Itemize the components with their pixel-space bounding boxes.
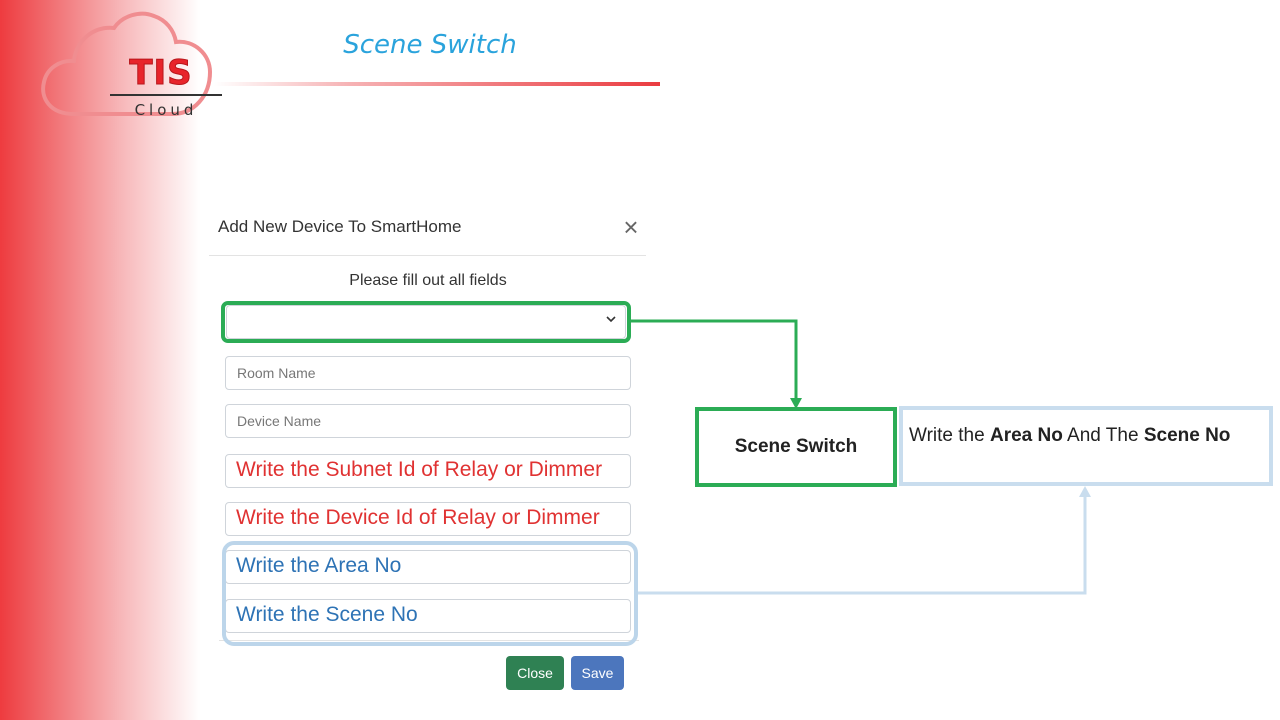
device-name-input[interactable] [226, 405, 630, 437]
room-name-input[interactable] [226, 357, 630, 389]
subnet-id-field[interactable]: Write the Subnet Id of Relay or Dimmer [225, 454, 631, 488]
chevron-down-icon [605, 312, 617, 330]
modal-footer-divider [219, 640, 639, 641]
tis-cloud-logo: TIS Cloud [36, 10, 222, 120]
logo-brand-text: TIS [129, 53, 193, 93]
callout-desc-mid: And The [1062, 425, 1144, 446]
blue-connector-line [638, 495, 1087, 595]
area-no-field[interactable]: Write the Area No [225, 550, 631, 584]
blue-arrowhead [1079, 486, 1091, 497]
area-no-input[interactable] [226, 551, 630, 583]
side-gradient-band [0, 0, 200, 720]
logo-sub-text: Cloud [134, 101, 198, 119]
cloud-icon [41, 11, 213, 116]
modal-header-divider [209, 255, 646, 256]
scene-no-field[interactable]: Write the Scene No [225, 599, 631, 633]
device-id-field[interactable]: Write the Device Id of Relay or Dimmer [225, 502, 631, 536]
callout-desc-prefix: Write the [909, 425, 990, 446]
logo-divider [110, 94, 222, 96]
slide-title: Scene Switch [343, 30, 517, 60]
close-icon[interactable]: × [623, 212, 639, 242]
modal-title: Add New Device To SmartHome [218, 217, 462, 236]
callout-area-no: Area No [989, 425, 1063, 446]
device-id-input[interactable] [226, 503, 630, 535]
form-instruction: Please fill out all fields [349, 272, 507, 289]
device-name-field[interactable] [225, 404, 631, 438]
area-scene-callout: Write the Area No And The Scene No [899, 406, 1273, 486]
room-name-field[interactable] [225, 356, 631, 390]
scene-no-input[interactable] [226, 600, 630, 632]
scene-switch-callout: Scene Switch [695, 407, 897, 487]
save-button[interactable]: Save [571, 656, 624, 690]
title-underline [214, 82, 660, 86]
close-button[interactable]: Close [506, 656, 564, 690]
callout-scene-no: Scene No [1143, 425, 1231, 446]
subnet-id-input[interactable] [226, 455, 630, 487]
green-connector-line [631, 319, 798, 400]
device-type-select[interactable] [226, 305, 626, 339]
scene-switch-label: Scene Switch [734, 436, 858, 457]
